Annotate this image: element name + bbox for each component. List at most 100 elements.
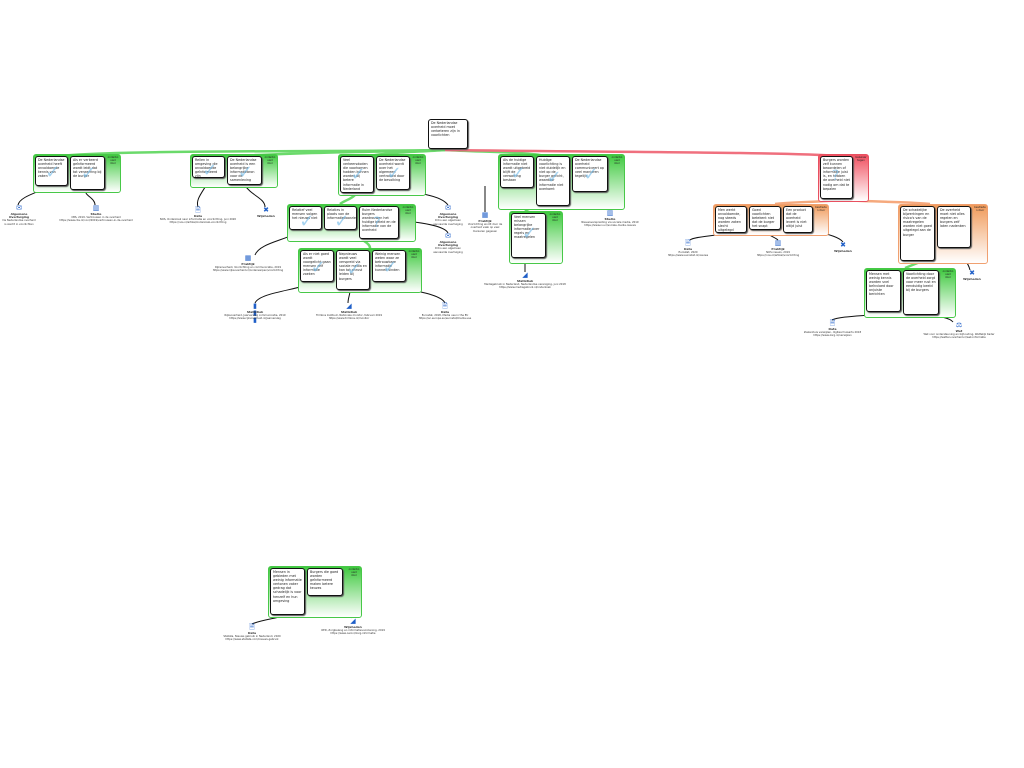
practice-icon: ▦ [481,211,489,219]
claim-l2[interactable]: Burgers die goed worden geïnformeerd mak… [307,568,343,596]
source-type: Algemene Overtuiging [437,212,459,220]
wisdom-icon: ✖ [263,206,269,214]
claim-f1[interactable]: Als de huidige informatie niet wordt uit… [500,156,534,188]
source-s18[interactable]: ✖Wijsheden [958,270,986,281]
source-text: Rijksoverheid, Voorlichting en communica… [214,266,281,270]
claim-b2[interactable]: De Nederlandse overheid is een belangrij… [227,156,262,185]
claim-k2[interactable]: Voorlichting door de overheid zorgt voor… [903,270,939,315]
claim-i3[interactable]: Een product dat de overheid levert is ni… [783,206,813,233]
source-type: Statistiek [246,310,264,314]
practice-icon: ▦ [244,254,252,262]
source-text: Voorlichting wordt door de overheid vaak… [467,223,503,233]
source-url: https://www.trimbos.nl/monitor [328,317,370,321]
claim-text: Weinig mensen weten waar ze betrouwbare … [375,252,401,273]
source-url: https://www.cbs.nl/nl-nl/2019/vertrouwen… [59,219,133,223]
claim-i1[interactable]: Men werkt onvoldoende, nog steeds worden… [715,206,747,233]
source-s4[interactable]: ✖Wijsheden [251,207,281,218]
claim-k1[interactable]: Mensen met weinig kennis worden snel beï… [866,270,901,312]
source-type: Praktijk [241,262,255,266]
belief-icon: ✉ [16,204,22,212]
claim-text: De Nederlandse overheid wordt over het a… [379,158,406,183]
root-claim[interactable]: De Nederlandse overheid moet verbeteren … [428,119,468,149]
claim-i2[interactable]: Goed voorlichten betekent niet dat de bu… [749,206,781,230]
claim-text: De overheid moet niet alles regelen en b… [940,208,966,229]
source-type: Wijsheden [344,625,362,629]
claim-j2[interactable]: De overheid moet niet alles regelen en b… [937,206,971,248]
group-label: onderbouwd door [611,156,623,165]
source-type: Data [248,631,256,635]
claim-text: Voorlichting door de overheid zorgt voor… [906,272,936,293]
source-text: Statista, Nieuws gebruik in Nederland, 2… [223,635,281,639]
claim-text: Als de huidige informatie niet wordt uit… [503,158,531,183]
group-label: onderbouwd door [264,156,276,165]
statistics-icon: ◢ [522,271,528,279]
source-url: https://www.mediagebruik.nl/onderzoek [499,286,551,290]
data-icon: 🗎 [685,239,691,247]
source-type: Studie [604,217,616,221]
claim-d2[interactable]: Relaties in plaats van de informatievoor… [324,206,357,230]
claim-c1[interactable]: Veel verkeersdoden die voorkomen hadden … [340,156,374,193]
claim-d3[interactable]: Ruim Nederlandse burgers wantrouwen het … [359,206,399,239]
claim-e1[interactable]: Als er niet goed wordt voorgelicht gaan … [300,250,334,282]
group-label: onderbouwd door [107,156,119,165]
data-icon: 🗎 [195,206,201,214]
source-url: https://www.rijksoverheid.nl/jaarverslag [229,317,281,321]
claim-text: Ruim Nederlandse burgers wantrouwen het … [362,208,396,233]
claim-text: Rellen in omgeving die onvoldoende geïnf… [195,158,218,178]
claim-a1[interactable]: De Nederlandse overheid heeft onvoldoend… [35,156,68,186]
claim-h1[interactable]: Burgers worden zelf kunnen beoordelen of… [820,156,853,199]
claim-f2[interactable]: Huidige voorlichting is niet duidelijk e… [536,156,570,206]
source-url: https://nos.nl/artikel/voorlichting [756,254,800,258]
source-url: https://wetten.overheid.nl/wet-informati… [932,336,986,340]
source-type: Data [828,327,837,331]
source-s17[interactable]: ✖Wijsheden [829,242,857,253]
claim-text: De Nederlandse overheid communiceert op … [575,158,605,179]
claim-text: Men werkt onvoldoende, nog steeds worden… [718,208,741,233]
claim-f3[interactable]: De Nederlandse overheid communiceert op … [572,156,608,192]
group-label: onderbouwd door [942,270,954,279]
claim-g1[interactable]: Veel mensen missen belangrijke informati… [511,213,546,258]
claim-d1[interactable]: Relatief veel mensen volgen het nieuws n… [289,206,322,230]
source-text: Dit is een algemeen aanvaarde overtuigin… [433,219,463,226]
claim-j1[interactable]: De schadelijke bijwerkingen en risico's … [900,206,935,261]
claim-e2[interactable]: Nepnieuws wordt veel verspreid via socia… [336,250,370,290]
source-text: Ziekenhuis verwijzen, digitaal huisarts … [803,331,862,335]
claim-text: De schadelijke bijwerkingen en risico's … [903,208,932,237]
wisdom-icon: ◢ [350,617,356,625]
claim-l1[interactable]: Mensen in gebieden met weinig informatie… [270,568,305,615]
claim-text: Als er niet goed wordt voorgelicht gaan … [303,252,331,277]
group-label: onderbouwd door [408,250,420,259]
source-type: Data [194,214,202,218]
claim-text: De Nederlandse overheid is een belangrij… [230,158,257,183]
data-icon: 🗎 [249,623,255,631]
group-label: onderbouwd door [402,206,414,215]
study-icon: ▥ [92,204,100,212]
data-icon: 🗎 [442,302,448,310]
claim-e3[interactable]: Weinig mensen weten waar ze betrouwbare … [372,250,406,282]
source-url: https://ec.europa.eu/eurostat/media-use [418,317,472,321]
source-text: Dit is een algemeen aanvaarde overtuigin… [433,247,463,254]
claim-a2[interactable]: Als er verkeerd geïnformeerd wordt leidt… [70,156,105,190]
claim-b1[interactable]: Rellen in omgeving die onvoldoende geïnf… [192,156,225,178]
question-icon: ? [373,215,381,232]
claim-c2[interactable]: De Nederlandse overheid wordt over het a… [376,156,410,190]
source-text: Nieuwsverspreiding via sociale media, 20… [581,221,639,225]
